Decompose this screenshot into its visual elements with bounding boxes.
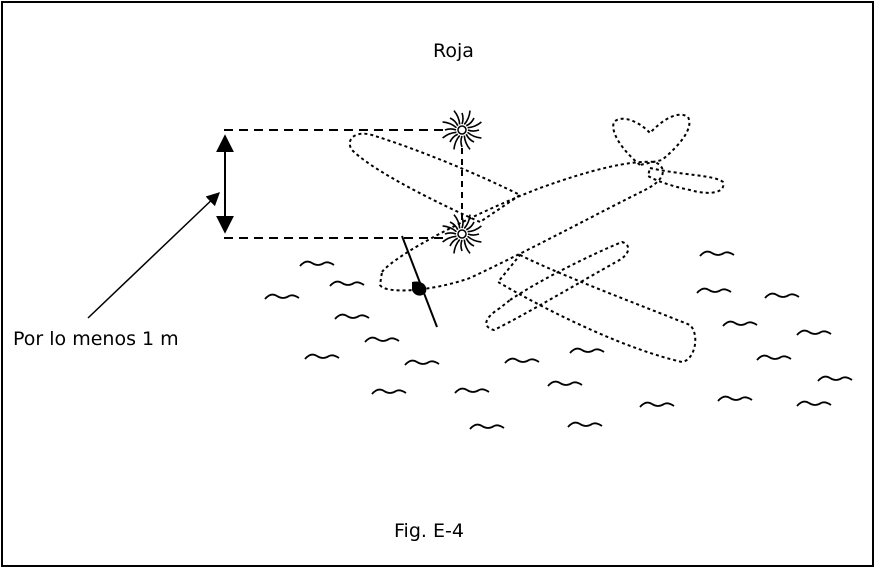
wave-mark (371, 388, 407, 395)
wave-mark (364, 336, 400, 343)
wave-mark (469, 423, 505, 430)
reference-lines (224, 129, 463, 239)
wave-mark (567, 421, 603, 428)
wave-mark (547, 380, 583, 387)
wave-mark (796, 400, 832, 407)
wave-mark (504, 357, 540, 364)
figure-caption: Fig. E-4 (394, 520, 464, 542)
water-waves (264, 250, 853, 430)
wave-mark (329, 280, 365, 287)
airplane-lower-wing (485, 240, 630, 332)
wave-mark (817, 375, 853, 382)
wave-mark (764, 292, 800, 299)
wave-mark (639, 401, 675, 408)
flare-color-label: Roja (433, 40, 474, 62)
wave-mark (756, 354, 792, 361)
wave-mark (264, 293, 300, 300)
wave-mark (454, 387, 490, 394)
airplane-near-wing (496, 253, 697, 364)
airplane-fuselage (378, 160, 664, 292)
wave-mark (304, 353, 340, 360)
wave-mark (404, 359, 440, 366)
flare-lower (442, 214, 482, 254)
wave-mark (796, 329, 832, 336)
wave-mark (569, 347, 605, 354)
wave-mark (299, 260, 335, 267)
airplane-fin (612, 113, 691, 167)
airplane-propeller (401, 235, 438, 328)
airplane-near-stabilizer (646, 166, 725, 194)
flare-upper (442, 110, 482, 150)
airplane-outline (348, 113, 725, 364)
wave-mark (717, 395, 753, 402)
wave-mark (696, 287, 732, 294)
airplane-far-wing (348, 132, 522, 224)
distance-callout-label: Por lo menos 1 m (13, 328, 179, 350)
callout-pointer-arrow (87, 192, 220, 319)
wave-mark (699, 250, 735, 257)
wave-mark (722, 320, 758, 327)
wave-mark (334, 313, 370, 320)
